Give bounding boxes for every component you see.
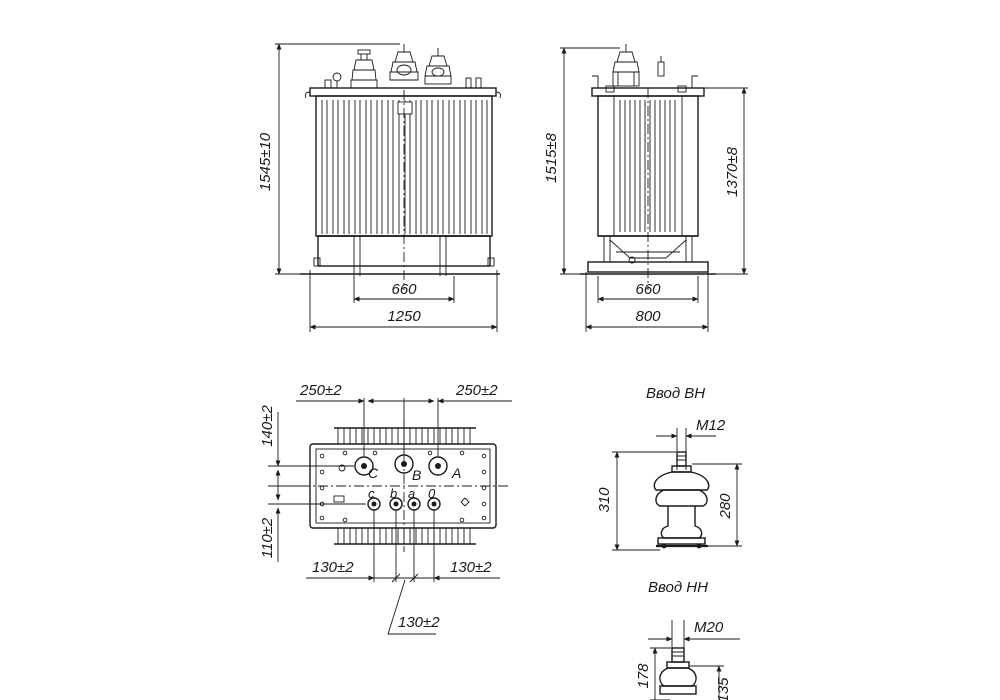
side-height-total-label: 1515±8: [543, 132, 560, 183]
top-cover-bolts: [319, 450, 487, 523]
top-hv-label-c: C: [368, 465, 379, 481]
front-view: 1545±10 660 1250: [257, 43, 501, 332]
top-radiator-upper: [334, 427, 476, 444]
top-hv-label-a: A: [451, 465, 461, 481]
front-radiator: [321, 100, 488, 234]
side-height-tank-label: 1370±8: [724, 146, 741, 197]
front-bushings: [350, 44, 452, 89]
top-spacing-left-label: 250±2: [299, 382, 342, 399]
side-radiator: [619, 100, 676, 232]
top-lv-label-b: b: [390, 486, 397, 501]
side-view: 1515±8 1370±8 660 800: [543, 44, 748, 332]
top-spacing-right-label: 250±2: [455, 382, 498, 399]
front-width-total-label: 1250: [387, 308, 421, 325]
hv-height-body-label: 280: [717, 493, 734, 520]
side-width-inner-label: 660: [635, 281, 661, 298]
lv-bushing-detail: Ввод НН M20 178 135: [635, 579, 740, 700]
top-lv-spacing-center-label: 130±2: [398, 614, 440, 631]
top-lv-spacing-left-label: 130±2: [312, 559, 354, 576]
hv-bushing-title: Ввод ВН: [646, 385, 705, 402]
top-hv-label-b: B: [412, 467, 421, 483]
front-height-label: 1545±10: [257, 132, 274, 191]
hv-height-total-label: 310: [596, 487, 613, 513]
top-lv-label-a: a: [408, 486, 415, 501]
side-width-total-label: 800: [635, 308, 661, 325]
lv-bushing-title: Ввод НН: [648, 579, 708, 596]
lv-height-total-label: 178: [635, 663, 652, 689]
hv-thread-label: M12: [696, 417, 726, 434]
top-radiator-lower: [334, 528, 476, 545]
top-offset-bottom-label: 110±2: [259, 517, 276, 558]
hv-bushing-detail: Ввод ВН M12 310 280: [596, 385, 742, 551]
lv-thread-label: M20: [694, 619, 724, 636]
top-view: C B A c b a 0 250±2 250±2 140±2 110: [259, 382, 512, 635]
front-width-inner-label: 660: [391, 281, 417, 298]
top-lv-label-c: c: [368, 486, 375, 501]
top-lv-label-0: 0: [428, 486, 436, 501]
top-offset-top-label: 140±2: [259, 405, 276, 447]
lv-height-body-label: 135: [715, 677, 732, 700]
top-lv-spacing-right-label: 130±2: [450, 559, 492, 576]
